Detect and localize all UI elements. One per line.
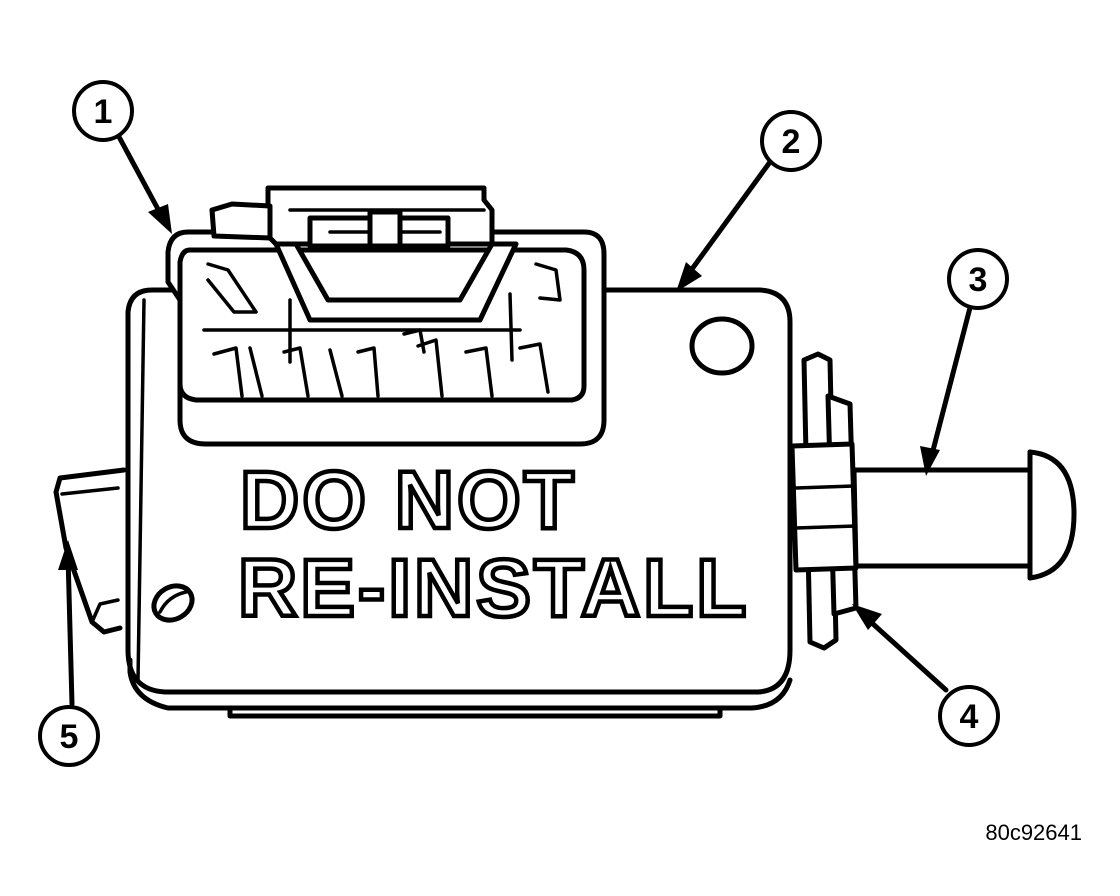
callout-5: 5 [38, 705, 100, 767]
plunger-assembly [789, 351, 1077, 651]
figure-id: 80c92641 [985, 820, 1082, 845]
callout-4: 4 [938, 685, 1000, 747]
callout-1: 1 [72, 80, 134, 142]
callout-1-label: 1 [94, 93, 113, 131]
callout-2: 2 [760, 110, 822, 172]
callout-2-label: 2 [782, 123, 801, 161]
leader-lines [58, 132, 975, 707]
callout-3-label: 3 [969, 261, 988, 299]
electrical-connector [165, 185, 607, 447]
callout-4-label: 4 [960, 698, 979, 736]
warning-text-line1: DO NOT [240, 455, 577, 546]
callout-3: 3 [947, 248, 1009, 310]
warning-text-line2: RE-INSTALL [238, 543, 749, 634]
callout-5-label: 5 [60, 718, 79, 756]
